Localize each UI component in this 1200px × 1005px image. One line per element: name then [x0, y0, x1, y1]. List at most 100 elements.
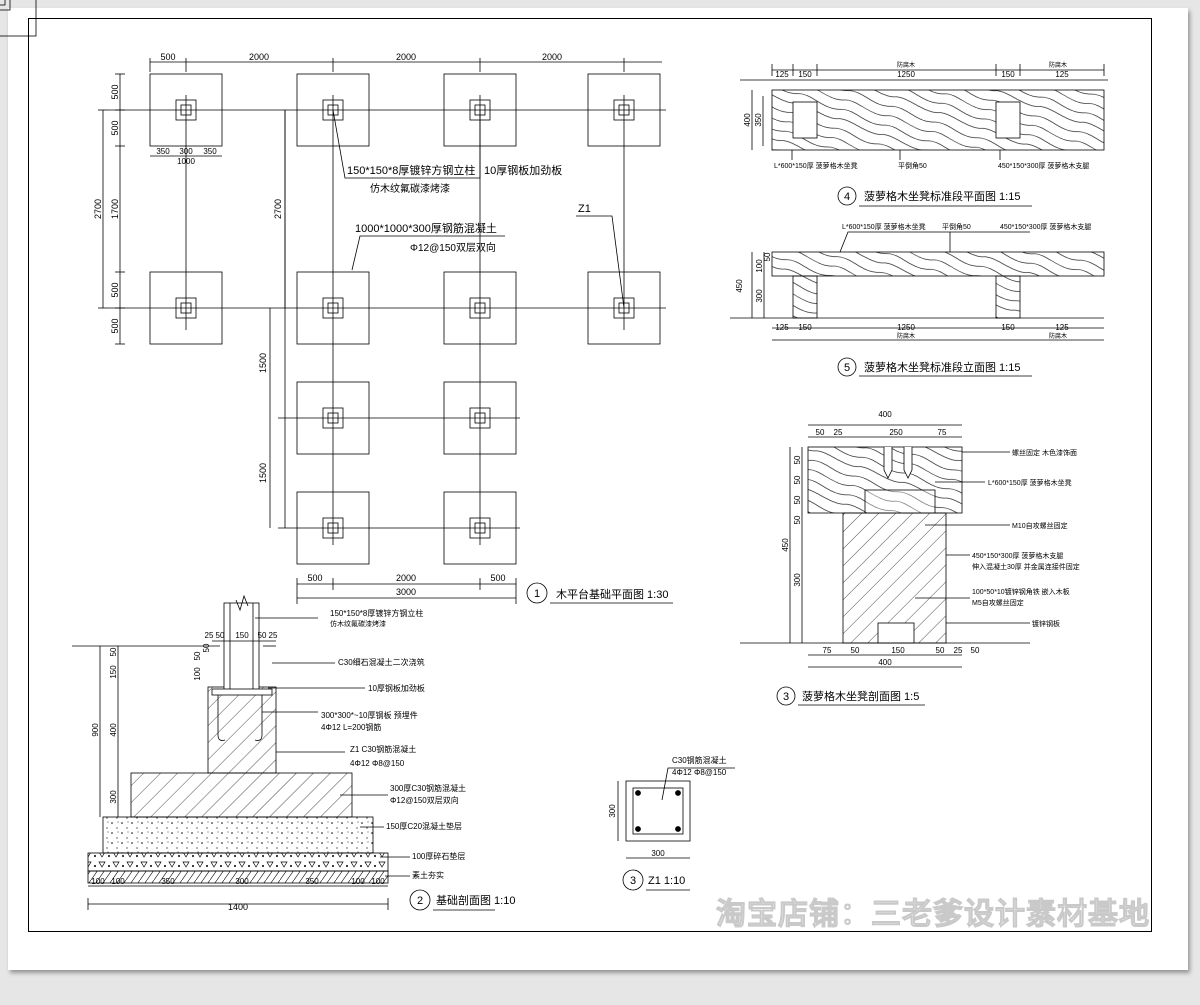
bench-plan: [740, 64, 1108, 207]
bench-plan-title-number: 4: [844, 191, 850, 203]
bench-elev-dim: 150: [1001, 323, 1015, 332]
plan-text: 500 2000 2000 2000 500 500 2700 1700 500…: [93, 52, 668, 601]
bench-elev-note: L*600*150厚 菠萝格木坐凳: [842, 222, 926, 231]
plan-label-z1: Z1: [578, 203, 591, 215]
z1-note: C30钢筋混凝土: [672, 755, 727, 765]
section-dim: 100: [91, 877, 105, 886]
bench-elevation: [730, 231, 1105, 377]
bench-section-dim: 50: [793, 515, 802, 524]
bench-section-dim: 150: [891, 646, 905, 655]
plan-dim: 300: [179, 147, 193, 156]
bench-elev-note: 平倒角50: [942, 222, 971, 231]
bench-plan-dim: 1250: [897, 70, 915, 79]
plan-dim: 350: [156, 147, 170, 156]
bench-plan-title: 菠萝格木坐凳标准段平面图 1:15: [864, 189, 1020, 203]
bench-section-note: 450*150*300厚 菠萝格木支腿: [972, 551, 1063, 560]
section-dim: 100: [371, 877, 385, 886]
section-dim: 100: [111, 877, 125, 886]
bench-section-dim: 250: [889, 428, 903, 437]
plan-label-post: 150*150*8厚镀锌方钢立柱: [347, 163, 475, 177]
plan-dim: 500: [110, 318, 120, 333]
drawing-frame: [28, 18, 1152, 932]
bench-section-dim: 50: [971, 646, 980, 655]
plan-dim: 2700: [93, 199, 103, 219]
bench-section-dim: 50: [936, 646, 945, 655]
plan-label-plate: 10厚钢板加劲板: [484, 163, 562, 177]
section-dim: 50: [258, 631, 267, 640]
bench-plan-dim: 150: [1001, 70, 1015, 79]
bench-elev-dim: 1250: [897, 323, 915, 332]
bench-plan-note: L*600*150厚 菠萝格木坐凳: [774, 161, 858, 170]
bench-section-dim: 400: [878, 658, 892, 667]
section-dim: 25: [205, 631, 214, 640]
bench-elev-dim: 50: [763, 252, 772, 261]
section-dim: 150: [109, 665, 118, 679]
section-dim: 50: [193, 651, 202, 660]
plan-dim: 1500: [258, 463, 268, 483]
bench-elev-dim: 125: [1055, 323, 1069, 332]
section-note: 10厚钢板加劲板: [368, 683, 425, 693]
z1-dim: 300: [608, 804, 617, 818]
bench-section-note: 伸入混凝土30厚 并金属连接件固定: [972, 562, 1080, 571]
bench-plan-text: 125 150 1250 150 125 防腐木 防腐木 400 350 L*6…: [743, 61, 1089, 203]
section-dim: 25: [269, 631, 278, 640]
bench-section-dim: 50: [793, 455, 802, 464]
plan-label-footing: 1000*1000*300厚钢筋混凝土: [355, 221, 497, 235]
bench-section-note: L*600*150厚 菠萝格木坐凳: [988, 478, 1072, 487]
section-dim: 1400: [228, 902, 248, 912]
bench-section-dim: 50: [816, 428, 825, 437]
bench-section-note: 螺丝固定 木色漆饰面: [1012, 448, 1077, 457]
plan-dim: 500: [160, 52, 175, 62]
z1-note: 4Φ12 Φ8@150: [672, 768, 727, 777]
z1-text: C30钢筋混凝土 4Φ12 Φ8@150 300 300 3 Z1 1:10: [608, 755, 727, 887]
bench-elev-dim: 125: [775, 323, 789, 332]
section-dim: 900: [91, 723, 100, 737]
bench-elev-dim: 150: [798, 323, 812, 332]
bench-plan-note: 平倒角50: [898, 161, 927, 170]
bench-plan-dim: 125: [1055, 70, 1069, 79]
bench-section-title-number: 3: [783, 691, 789, 703]
section-dim: 350: [305, 877, 319, 886]
bench-section-dim: 75: [823, 646, 832, 655]
plan-dim: 500: [110, 120, 120, 135]
z1-detail: [617, 767, 735, 891]
section-note: Z1 C30钢筋混凝土: [350, 744, 416, 754]
section-dim: 300: [109, 790, 118, 804]
section-note: C30细石混凝土二次浇筑: [338, 657, 425, 667]
bench-plan-note: 450*150*300厚 菠萝格木支腿: [998, 161, 1089, 170]
section-note: 150*150*8厚镀锌方钢立柱: [330, 608, 423, 618]
bench-elev-dim: 100: [755, 259, 764, 273]
section-dim: 300: [235, 877, 249, 886]
section-dim: 100: [193, 667, 202, 681]
bench-section-dim: 50: [793, 495, 802, 504]
section-note: 4Φ12 L=200钢筋: [321, 722, 381, 732]
z1-title: Z1 1:10: [648, 875, 685, 887]
bench-section-dim: 50: [851, 646, 860, 655]
section-dim: 350: [161, 877, 175, 886]
plan-dim: 2000: [542, 52, 562, 62]
section-note: 100厚碎石垫层: [412, 851, 465, 861]
section-dim: 50: [109, 647, 118, 656]
plan-dim: 2000: [396, 573, 416, 583]
section-dim: 50: [202, 643, 211, 652]
bench-elev-title: 菠萝格木坐凳标准段立面图 1:15: [864, 360, 1020, 374]
bench-section-dim: 25: [834, 428, 843, 437]
section-note: 仿木纹氟碳漆烤漆: [330, 619, 386, 628]
section-note: 4Φ12 Φ8@150: [350, 759, 405, 768]
section-dim: 50: [216, 631, 225, 640]
bench-elev-dim: 300: [755, 289, 764, 303]
section-text: 150*150*8厚镀锌方钢立柱 仿木纹氟碳漆烤漆 C30细石混凝土二次浇筑 1…: [91, 608, 515, 912]
bench-section-text: 400 50 25 250 75 50 50 50 50 450 300 螺丝固…: [781, 410, 1080, 703]
section-title: 基础剖面图 1:10: [436, 893, 515, 907]
watermark: 淘宝店铺：三老爹设计素材基地: [716, 897, 1150, 932]
section-note: 300*300*~10厚钢板 预埋件: [321, 710, 418, 720]
plan-dim: 1000: [177, 157, 195, 166]
section-dim: 100: [351, 877, 365, 886]
section-note: 素土夯实: [412, 870, 444, 880]
section-dim: 400: [109, 723, 118, 737]
bench-plan-dim: 125: [775, 70, 789, 79]
bench-elev-note: 450*150*300厚 菠萝格木支腿: [1000, 222, 1091, 231]
plan-label-rebar: Φ12@150双层双向: [410, 241, 496, 254]
bench-section-note: 镀锌钢板: [1032, 619, 1060, 628]
